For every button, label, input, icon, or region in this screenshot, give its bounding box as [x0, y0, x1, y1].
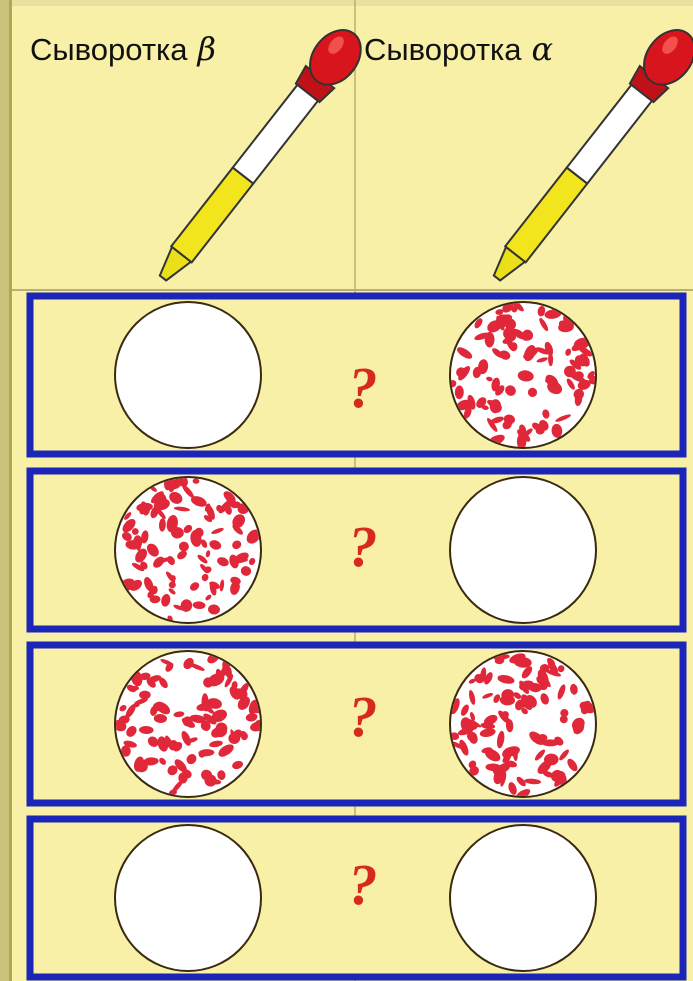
serum-beta-text: Сыворотка — [30, 32, 188, 67]
beta-symbol: β — [198, 30, 217, 68]
question-mark-3: ? — [333, 687, 393, 747]
drop-left-4 — [115, 825, 261, 971]
alpha-symbol: α — [532, 30, 554, 68]
question-mark-1: ? — [333, 358, 393, 418]
drop-right-4 — [450, 825, 596, 971]
drop-left-1 — [115, 302, 261, 448]
question-mark-4: ? — [333, 855, 393, 915]
drop-right-2 — [450, 477, 596, 623]
serum-alpha-label: Сыворотка α — [364, 30, 553, 68]
serum-alpha-text: Сыворотка — [364, 32, 522, 67]
serum-beta-label: Сыворотка β — [30, 30, 216, 68]
question-mark-2: ? — [333, 517, 393, 577]
